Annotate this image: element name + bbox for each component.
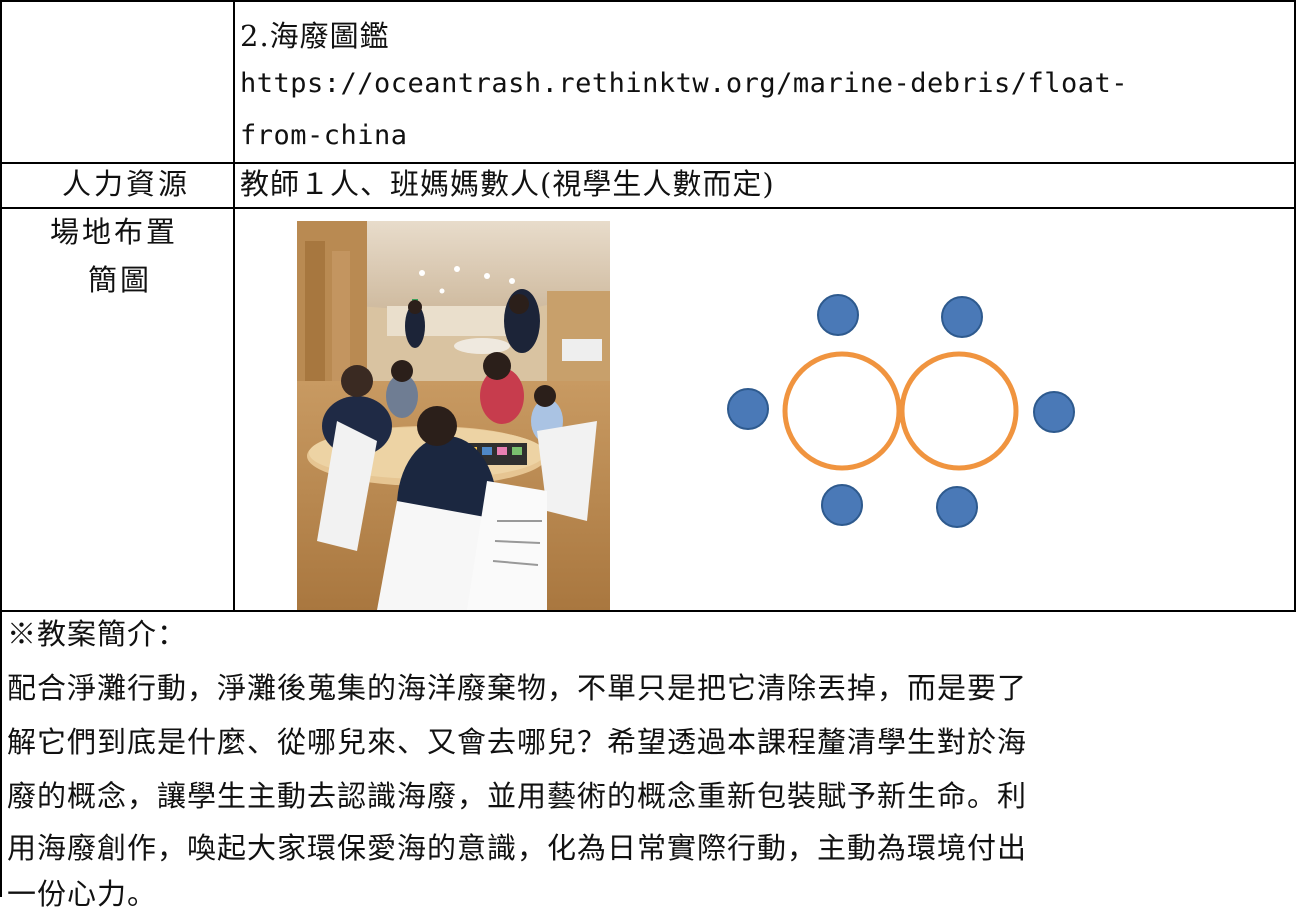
intro-line: 一份心力。 [7,877,158,911]
table-column-divider [233,0,235,612]
resource-url-line-2[interactable]: from-china [240,120,408,151]
resource-url-line-1[interactable]: https://oceantrash.rethinktw.org/marine-… [240,68,1129,99]
seat-top-right [941,296,983,338]
seating-diagram [718,285,1090,533]
intro-line: 廢的概念，讓學生主動去認識海廢，並用藝術的概念重新包裝賦予新生命。利 [7,779,1028,813]
layout-label-line-1: 場地布置 [50,215,179,249]
round-table-right [899,351,1019,471]
layout-label-line-2: 簡圖 [88,263,153,297]
round-table-left [782,351,902,471]
row-divider-2 [0,207,1296,209]
intro-heading: ※教案簡介： [7,617,188,651]
classroom-photo [297,221,610,610]
seat-bottom-right [936,486,978,528]
intro-line: 解它們到底是什麼、從哪兒來、又會去哪兒？希望透過本課程釐清學生對於海 [7,725,1028,759]
intro-line: 用海廢創作，喚起大家環保愛海的意識，化為日常實際行動，主動為環境付出 [7,831,1028,865]
seat-top-left [817,294,859,336]
resource-item-title: 2.海廢圖鑑 [240,19,390,53]
table-border-left [0,0,2,897]
seat-bottom-left [821,484,863,526]
seat-right [1033,391,1075,433]
row-divider-3 [0,610,1296,612]
intro-line: 配合淨灘行動，淨灘後蒐集的海洋廢棄物，不單只是把它清除丟掉，而是要了 [7,671,1028,705]
table-border-right [1294,0,1296,612]
staff-value: 教師１人、班媽媽數人(視學生人數而定) [240,167,775,201]
row-divider-1 [0,162,1296,164]
staff-label: 人力資源 [62,167,191,201]
seat-left [727,388,769,430]
table-border-top [0,0,1296,2]
